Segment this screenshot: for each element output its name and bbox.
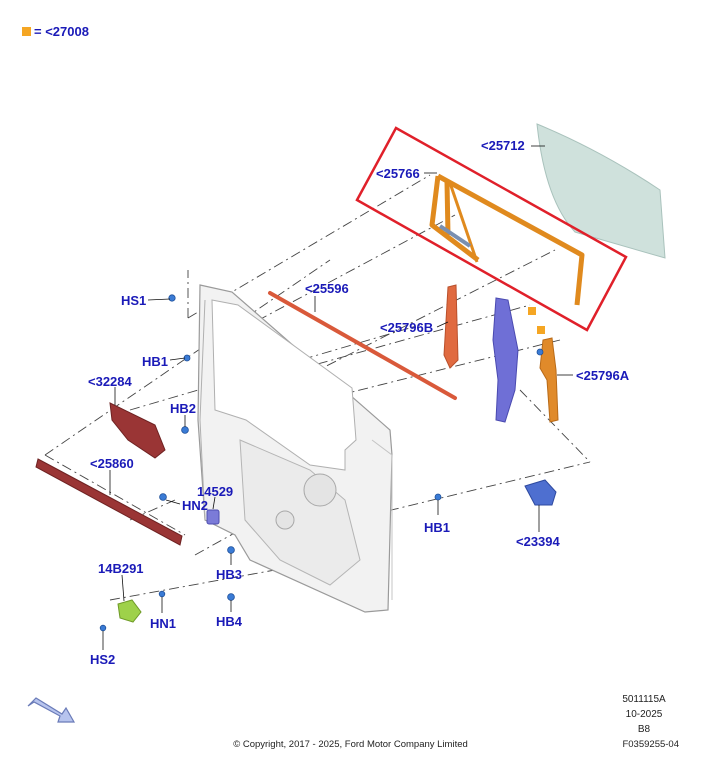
- direction-arrow-icon: [27, 697, 76, 723]
- callout-hs2[interactable]: HS2: [90, 652, 116, 667]
- diagram-code: 5011115A: [622, 694, 666, 705]
- wiring-clip[interactable]: [117, 599, 142, 623]
- highlight-box: [355, 126, 628, 332]
- callout-25596[interactable]: <25596: [305, 281, 349, 296]
- callout-25712[interactable]: <25712: [481, 138, 525, 153]
- callout-25796a[interactable]: <25796A: [576, 368, 630, 383]
- callout-25766[interactable]: <25766: [376, 166, 420, 181]
- fasteners: [99, 294, 544, 632]
- legend-marker-icon: [22, 27, 31, 36]
- trim-bracket[interactable]: [109, 402, 166, 459]
- marker-27008-b: [537, 326, 545, 334]
- regulator-rail-a[interactable]: [539, 337, 559, 423]
- callout-hn1[interactable]: HN1: [150, 616, 177, 631]
- callout-hn2[interactable]: HN2: [182, 498, 209, 513]
- door-inner-panel[interactable]: [197, 284, 393, 613]
- callout-hb1-top[interactable]: HB1: [142, 354, 169, 369]
- window-regulator[interactable]: [492, 297, 519, 423]
- belt-weatherstrip[interactable]: [268, 291, 457, 400]
- callout-14b291[interactable]: 14B291: [98, 561, 144, 576]
- run-channel-inner: [438, 224, 472, 248]
- door-glass[interactable]: [536, 123, 666, 259]
- callout-hb2[interactable]: HB2: [170, 401, 197, 416]
- wiring-connector[interactable]: [206, 509, 220, 525]
- glass-run-channel[interactable]: [429, 173, 585, 306]
- lower-trim-strip[interactable]: [35, 458, 183, 546]
- diagram-level: B8: [637, 724, 651, 735]
- diagram-meta: 5011115A 10-2025 B8: [609, 692, 679, 737]
- callout-14529[interactable]: 14529: [197, 484, 234, 499]
- callout-hb1-bottom[interactable]: HB1: [424, 520, 451, 535]
- legend: = <27008: [22, 24, 89, 39]
- diagram-date: 10-2025: [625, 709, 663, 720]
- callout-23394[interactable]: <23394: [516, 534, 560, 549]
- regulator-motor[interactable]: [524, 479, 557, 506]
- callout-25796b[interactable]: <25796B: [380, 320, 434, 335]
- regulator-rail-b[interactable]: [443, 284, 459, 369]
- callout-hb3[interactable]: HB3: [216, 567, 243, 582]
- marker-27008-a: [528, 307, 536, 315]
- legend-text: = <27008: [34, 24, 89, 39]
- figure-id: F0359255-04: [622, 739, 679, 750]
- callout-25860[interactable]: <25860: [90, 456, 134, 471]
- callout-hb4[interactable]: HB4: [216, 614, 243, 629]
- callout-32284[interactable]: <32284: [88, 374, 132, 389]
- callout-hs1[interactable]: HS1: [121, 293, 147, 308]
- copyright-text: © Copyright, 2017 - 2025, Ford Motor Com…: [233, 739, 468, 750]
- leader-lines: [102, 145, 573, 650]
